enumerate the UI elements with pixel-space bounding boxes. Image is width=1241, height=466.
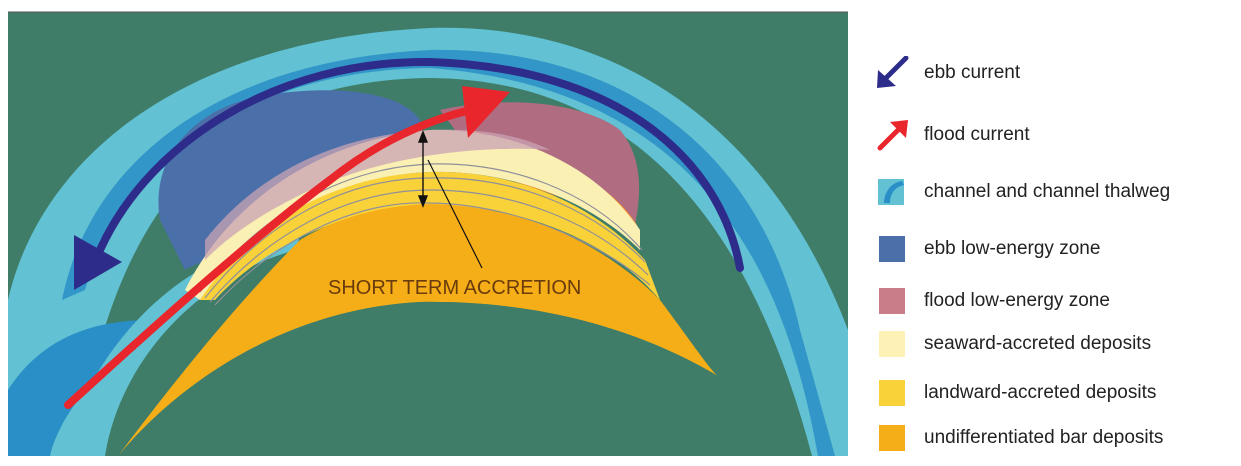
legend-label: undifferentiated bar deposits bbox=[924, 427, 1164, 448]
legend-item-ebb-current: ebb current bbox=[872, 56, 1020, 90]
legend-item-flood-zone: flood low-energy zone bbox=[872, 284, 1110, 318]
legend-label: landward-accreted deposits bbox=[924, 382, 1157, 403]
legend-item-seaward: seaward-accreted deposits bbox=[872, 327, 1151, 361]
ebb-zone-swatch bbox=[879, 236, 905, 262]
point-bar-diagram: SHORT TERM ACCRETION bbox=[8, 11, 848, 457]
flood-arrow-icon bbox=[877, 120, 908, 151]
flood-arrowhead bbox=[462, 86, 510, 138]
legend-item-undifferentiated: undifferentiated bar deposits bbox=[872, 421, 1163, 455]
seaward-swatch bbox=[879, 331, 905, 357]
flood-zone-swatch bbox=[879, 288, 905, 314]
inner-channel-strip bbox=[60, 235, 300, 456]
ebb-arrow-icon bbox=[877, 56, 909, 88]
short-term-accretion-label: SHORT TERM ACCRETION bbox=[328, 277, 581, 299]
legend-item-channel: channel and channel thalweg bbox=[872, 175, 1170, 209]
legend-label: seaward-accreted deposits bbox=[924, 333, 1152, 354]
seaward-upper-tint bbox=[205, 129, 550, 260]
legend-item-landward: landward-accreted deposits bbox=[872, 376, 1156, 410]
ebb-current-arrow bbox=[96, 57, 744, 272]
landward-swatch bbox=[879, 380, 905, 406]
legend-label: flood low-energy zone bbox=[924, 290, 1110, 311]
ebb-arrowhead bbox=[74, 235, 122, 290]
accretion-marker bbox=[417, 130, 483, 269]
legend-item-flood-current: flood current bbox=[872, 118, 1030, 152]
flood-current-arrow bbox=[64, 106, 474, 409]
legend-label: ebb current bbox=[924, 62, 1021, 83]
legend-item-ebb-zone: ebb low-energy zone bbox=[872, 232, 1100, 266]
legend-label: ebb low-energy zone bbox=[924, 238, 1101, 259]
legend-label: flood current bbox=[924, 124, 1030, 145]
inner-floodplain bbox=[118, 301, 770, 456]
legend-label: channel and channel thalweg bbox=[924, 181, 1171, 202]
undifferentiated-swatch bbox=[879, 425, 905, 451]
undifferentiated-bar-deposits bbox=[118, 204, 718, 456]
landward-accreted-deposits bbox=[200, 171, 660, 300]
channel-icon bbox=[878, 179, 904, 205]
